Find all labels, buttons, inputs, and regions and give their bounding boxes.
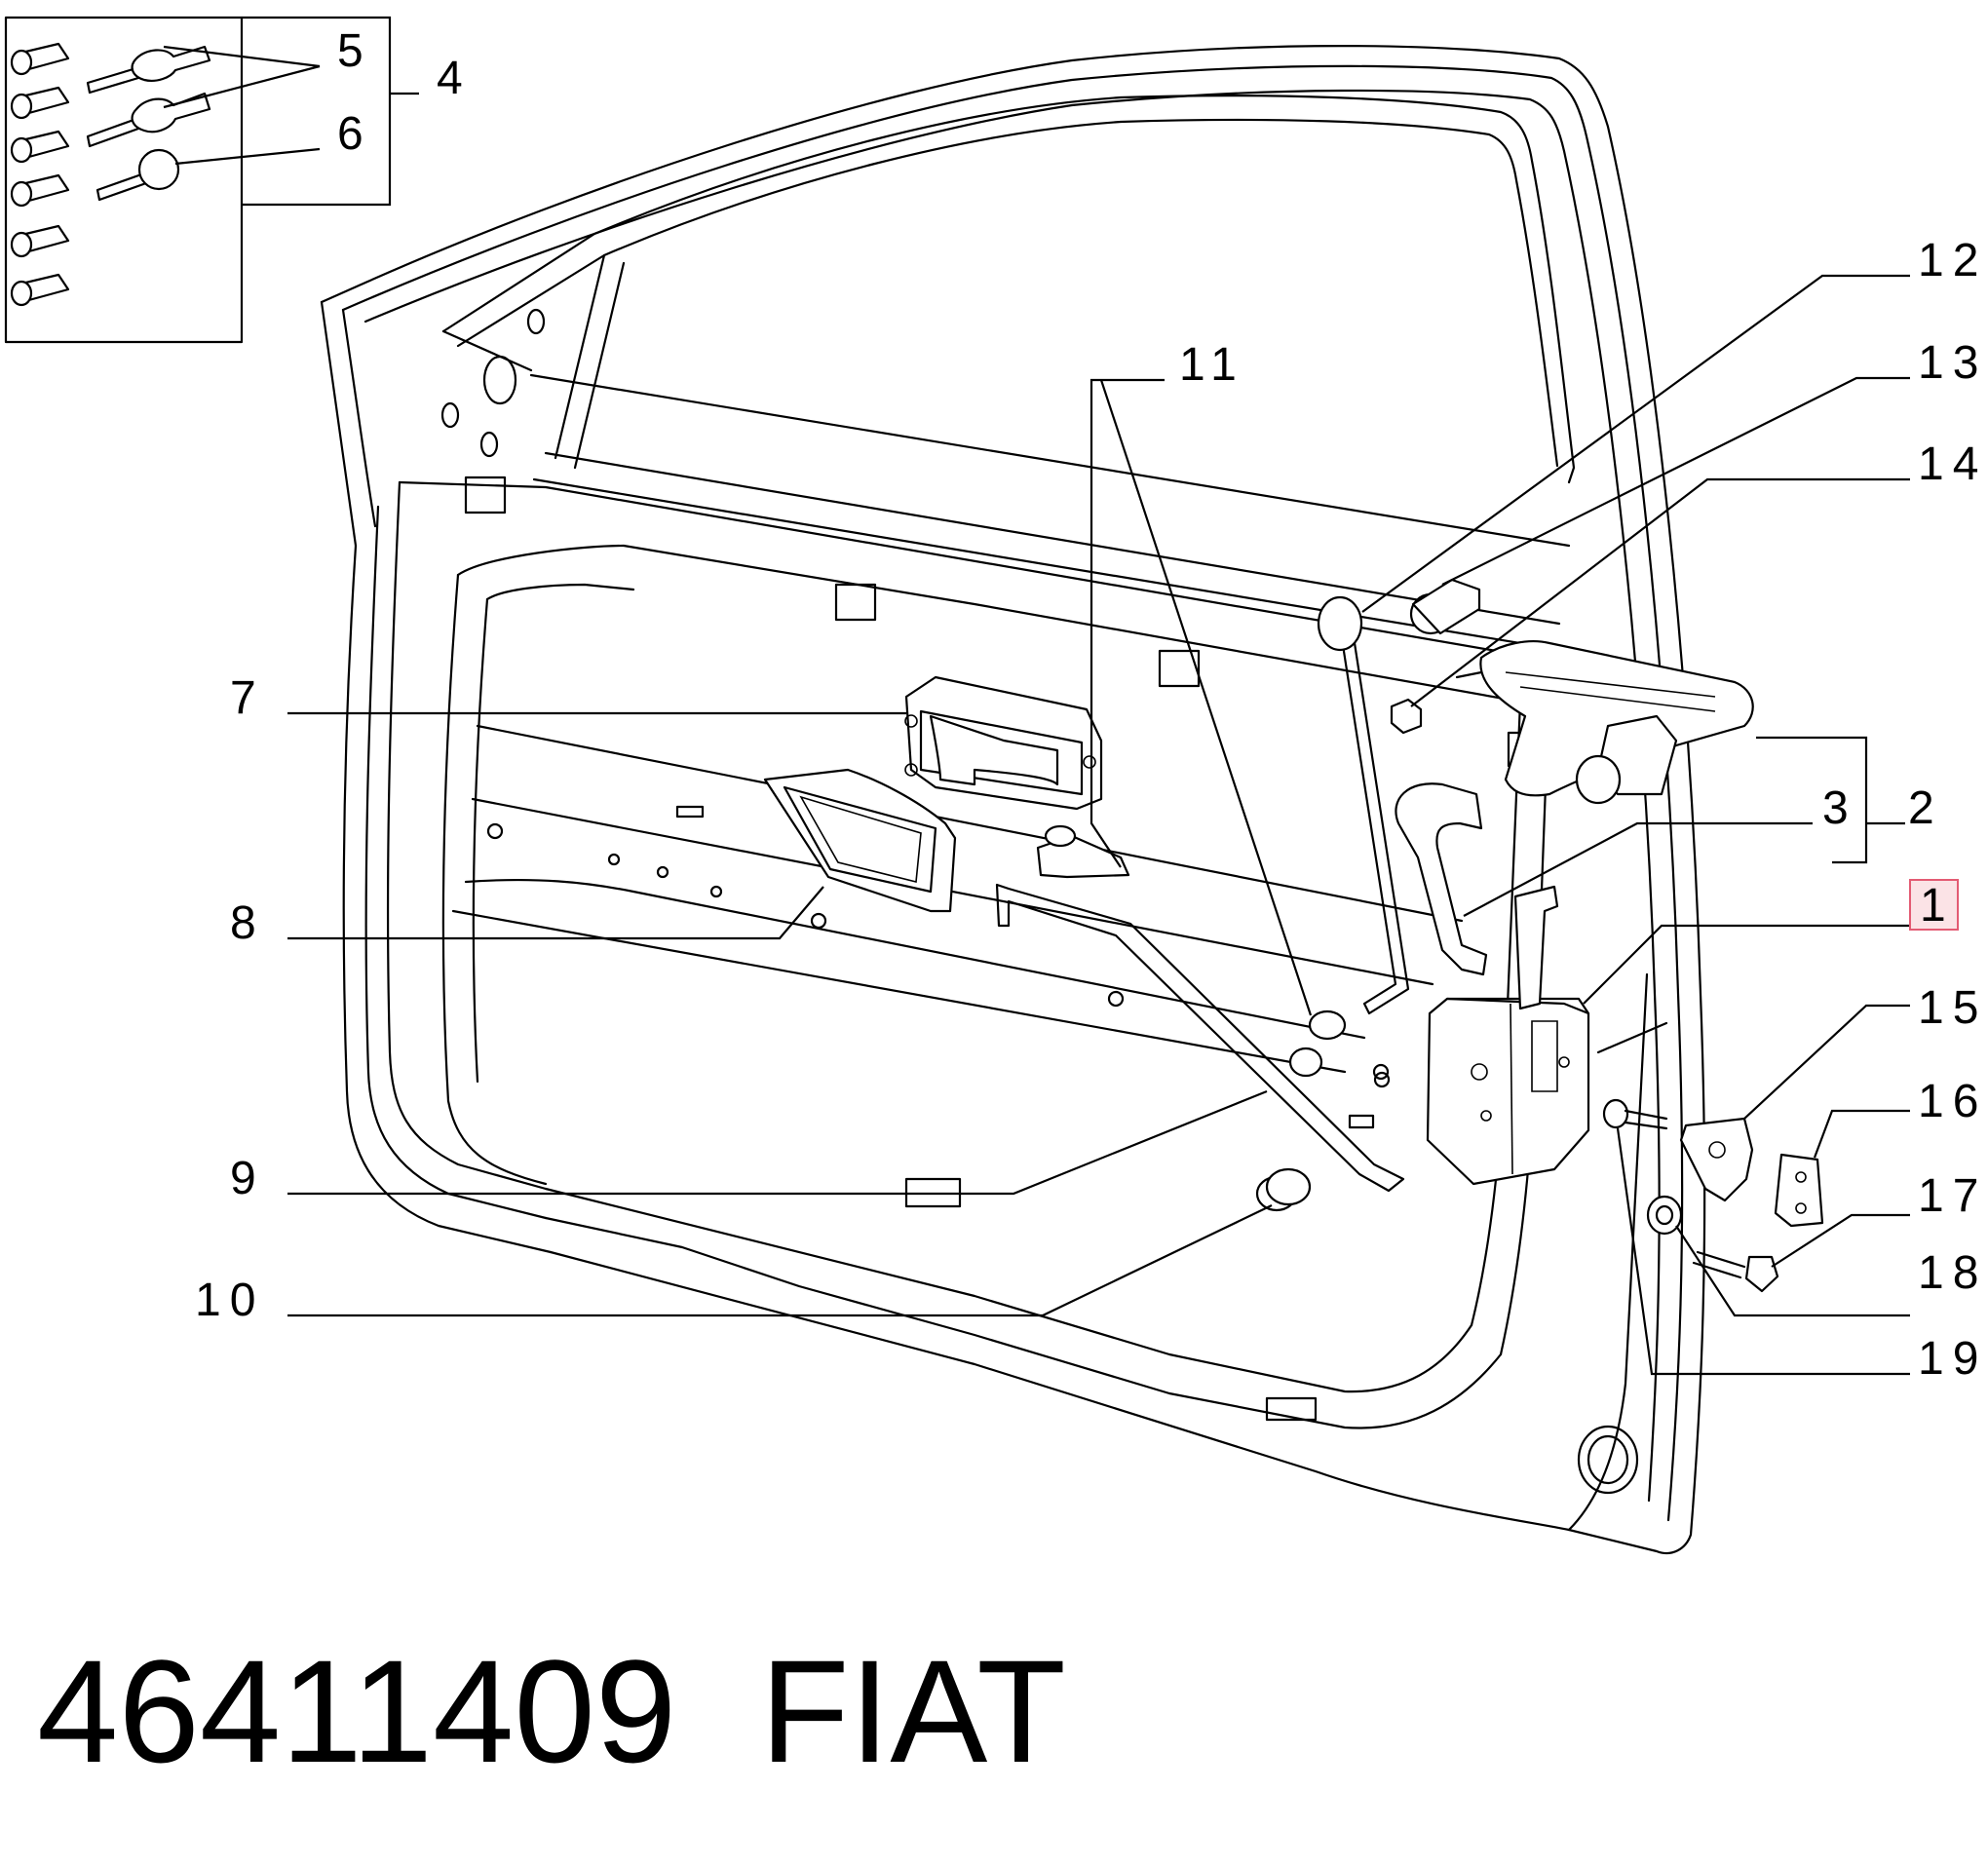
- leader-lines: [287, 274, 1910, 1376]
- callout-labels: 1 2 3 4 5 6 7 8 9 10 11 12 13 14 15 16 1…: [195, 25, 1987, 1385]
- callout-1: 1: [1920, 880, 1955, 932]
- door-frame: [320, 45, 1706, 1555]
- lock-rod-part: [1317, 595, 1410, 1015]
- callout-4: 4: [437, 53, 472, 104]
- callout-9: 9: [230, 1153, 265, 1204]
- callout-11: 11: [1179, 339, 1245, 391]
- lock-cylinders: [10, 42, 70, 307]
- callout-7: 7: [230, 672, 265, 724]
- callout-15: 15: [1918, 982, 1987, 1034]
- highlighted-callout-box: [1909, 879, 1959, 931]
- callout-6: 6: [337, 108, 372, 160]
- part-number: 46411409: [37, 1629, 676, 1793]
- callout-12: 12: [1918, 235, 1987, 286]
- callout-3: 3: [1822, 782, 1857, 834]
- washer-part: [1646, 1195, 1683, 1236]
- callout-2: 2: [1908, 782, 1943, 834]
- cap-part: [1255, 1167, 1312, 1212]
- striker-part: [1679, 1117, 1754, 1202]
- callout-5: 5: [337, 25, 372, 77]
- grommet-part: [1409, 578, 1481, 635]
- handle-bezel-part: [763, 768, 957, 913]
- callout-14: 14: [1918, 438, 1987, 490]
- keys: [86, 45, 211, 202]
- callout-16: 16: [1918, 1076, 1987, 1127]
- callout-13: 13: [1918, 337, 1987, 389]
- rod-clip-part: [1288, 1009, 1347, 1078]
- brand-name: FIAT: [760, 1629, 1066, 1793]
- door-lock-latch-part: [1426, 885, 1590, 1186]
- callout-17: 17: [1918, 1170, 1987, 1222]
- outer-handle-part: [1455, 640, 1754, 805]
- callout-18: 18: [1918, 1247, 1987, 1299]
- callout-8: 8: [230, 897, 265, 949]
- screw-part: [1602, 1098, 1668, 1130]
- footer: 46411409 FIAT: [37, 1629, 1066, 1793]
- release-lever-part: [1395, 782, 1488, 976]
- striker-plate-part: [1774, 1153, 1824, 1228]
- clip-part: [1036, 824, 1130, 879]
- lock-cylinder-kit-inset: [4, 16, 419, 344]
- nut-part: [1390, 698, 1423, 735]
- callout-19: 19: [1918, 1333, 1987, 1385]
- callout-10: 10: [195, 1275, 264, 1326]
- inner-handle-part: [904, 675, 1103, 811]
- control-rod-part: [995, 883, 1405, 1193]
